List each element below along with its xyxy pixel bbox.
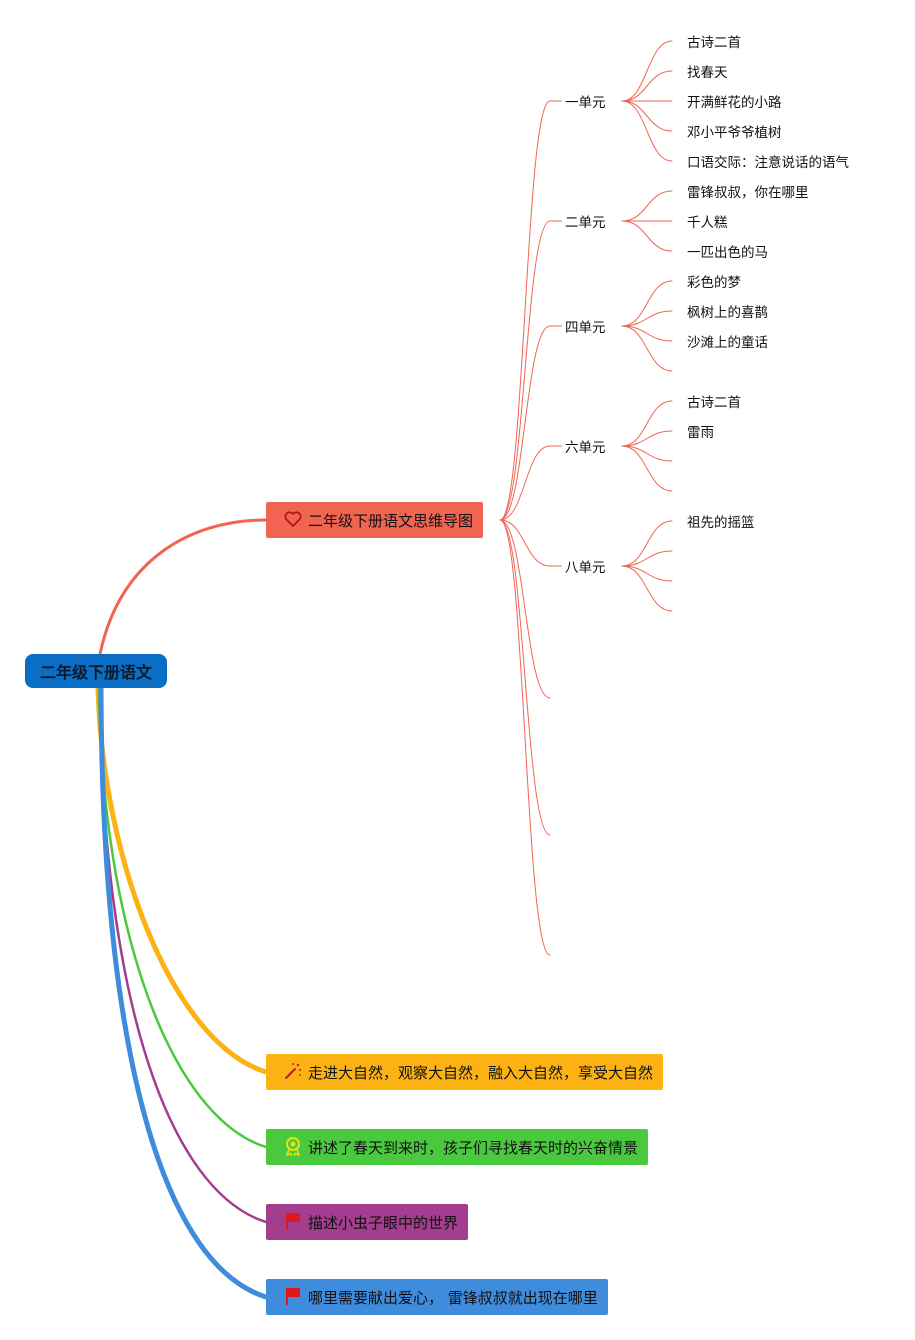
lesson-connector — [621, 520, 673, 567]
side-branch-node[interactable]: 描述小虫子眼中的世界 — [266, 1204, 469, 1240]
unit-connector — [499, 220, 551, 521]
lesson-connector — [621, 445, 673, 492]
root-side-connector — [97, 686, 268, 1149]
lesson-node[interactable]: 开满鲜花的小路 — [687, 95, 782, 111]
side-branch-label: 走进大自然，观察大自然，融入大自然，享受大自然 — [308, 1063, 654, 1082]
flag-icon — [284, 1211, 302, 1234]
lesson-connector — [621, 550, 673, 567]
lesson-connector — [621, 190, 673, 222]
lesson-connector — [621, 100, 673, 132]
side-branch-node[interactable]: 讲述了春天到来时，孩子们寻找春天时的兴奋情景 — [266, 1129, 649, 1165]
main-branch-node[interactable]: 二年级下册语文思维导图 — [266, 502, 484, 538]
lesson-connector — [621, 445, 673, 462]
lesson-connector — [621, 565, 673, 612]
unit-connector — [499, 100, 551, 521]
lesson-connector — [621, 325, 673, 342]
lesson-connector — [621, 40, 673, 102]
lesson-connector — [621, 565, 673, 582]
lesson-node[interactable]: 一匹出色的马 — [687, 245, 768, 261]
root-side-connector — [98, 685, 269, 1300]
flag-icon — [284, 1286, 302, 1309]
side-branch-label: 哪里需要献出爱心， 雷锋叔叔就出现在哪里 — [308, 1288, 598, 1307]
unit-connector — [499, 519, 551, 956]
lesson-node[interactable]: 找春天 — [687, 65, 728, 81]
unit-connector — [499, 519, 551, 699]
lesson-node[interactable]: 雷雨 — [687, 425, 714, 441]
lesson-node[interactable]: 古诗二首 — [687, 395, 741, 411]
side-branch-label: 描述小虫子眼中的世界 — [308, 1213, 459, 1232]
side-branch-node[interactable]: 哪里需要献出爱心， 雷锋叔叔就出现在哪里 — [266, 1279, 608, 1315]
lesson-node[interactable]: 祖先的摇篮 — [687, 515, 755, 531]
lesson-node[interactable]: 彩色的梦 — [687, 275, 741, 291]
lesson-connector — [621, 325, 673, 372]
lesson-connector — [621, 70, 673, 102]
unit-node[interactable]: 六单元 — [565, 440, 606, 456]
unit-connector — [499, 325, 551, 521]
lesson-connector — [621, 220, 673, 252]
unit-connector — [499, 445, 551, 521]
unit-connector — [499, 519, 551, 836]
unit-node[interactable]: 四单元 — [565, 320, 606, 336]
lesson-connector — [621, 310, 673, 327]
lesson-node[interactable]: 邓小平爷爷植树 — [687, 125, 782, 141]
unit-node[interactable]: 八单元 — [565, 560, 606, 576]
root-side-connector — [98, 686, 268, 1224]
lesson-node[interactable]: 沙滩上的童话 — [687, 335, 768, 351]
lesson-node[interactable]: 口语交际：注意说话的语气 — [687, 155, 849, 171]
lesson-connector — [621, 280, 673, 327]
root-main-connector — [98, 518, 267, 655]
heart-icon — [284, 510, 302, 530]
lesson-node[interactable]: 枫树上的喜鹊 — [687, 305, 768, 321]
lesson-connector — [621, 430, 673, 447]
lesson-node[interactable]: 雷锋叔叔，你在哪里 — [687, 185, 809, 201]
medal-icon — [284, 1136, 302, 1159]
lesson-node[interactable]: 千人糕 — [687, 215, 728, 231]
magic-wand-icon — [284, 1062, 302, 1083]
unit-node[interactable]: 一单元 — [565, 95, 606, 111]
side-branch-node[interactable]: 走进大自然，观察大自然，融入大自然，享受大自然 — [266, 1054, 664, 1090]
side-branch-label: 讲述了春天到来时，孩子们寻找春天时的兴奋情景 — [308, 1138, 639, 1157]
lesson-node[interactable]: 古诗二首 — [687, 35, 741, 51]
lesson-connector — [621, 100, 673, 162]
root-node[interactable]: 二年级下册语文 — [25, 654, 167, 688]
unit-node[interactable]: 二单元 — [565, 215, 606, 231]
main-branch-label: 二年级下册语文思维导图 — [308, 511, 474, 530]
unit-connector — [499, 519, 551, 567]
lesson-connector — [621, 400, 673, 447]
